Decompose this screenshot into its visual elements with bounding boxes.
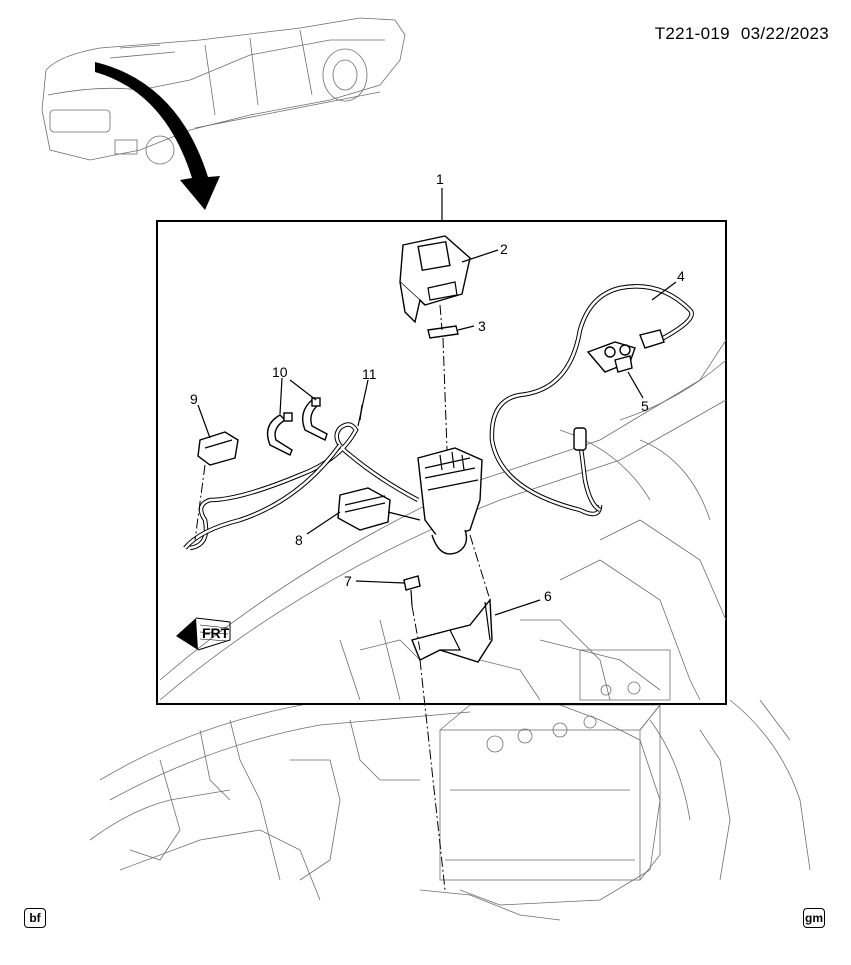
gm-logo-icon: gm: [803, 908, 825, 928]
callout-9: 9: [190, 391, 198, 407]
alignment-lines: [194, 304, 491, 891]
callout-1: 1: [436, 171, 444, 187]
vehicle-thumbnail: [41, 17, 406, 165]
part-5-terminal: [586, 341, 636, 373]
part-8-connector: [337, 487, 421, 531]
header: T221-019 03/22/2023: [649, 24, 829, 44]
diagram-date: 03/22/2023: [740, 24, 829, 43]
location-arrow-icon: [95, 62, 220, 210]
diagram-code: T221-019: [654, 24, 730, 43]
part-10-clips: [266, 397, 328, 456]
part-6-bracket: [411, 598, 493, 663]
front-arrow-icon: FRT: [176, 617, 231, 651]
callout-4: 4: [677, 268, 685, 284]
badge-bf: bf: [24, 908, 46, 928]
callout-5: 5: [641, 398, 649, 414]
part-7-bolt: [403, 575, 421, 607]
part-11-harness: [183, 404, 483, 555]
callout-7: 7: [344, 573, 352, 589]
callout-8: 8: [295, 532, 303, 548]
callout-3: 3: [478, 318, 486, 334]
part-9-connector: [197, 431, 239, 466]
callout-numbers: 1 2 3 4 5 6 7 8 9 10 11: [190, 171, 685, 604]
part-4-cable: [489, 284, 694, 517]
part-2-cover: [399, 235, 471, 324]
callout-6: 6: [544, 588, 552, 604]
callout-10: 10: [272, 364, 288, 380]
frt-label: FRT: [202, 625, 230, 641]
leader-lines: [197, 188, 677, 616]
engine-bay-background: [89, 699, 811, 921]
part-3-label: [427, 325, 459, 339]
callout-2: 2: [500, 241, 508, 257]
engine-bay-in-frame: [159, 339, 727, 701]
callout-11: 11: [362, 366, 377, 382]
